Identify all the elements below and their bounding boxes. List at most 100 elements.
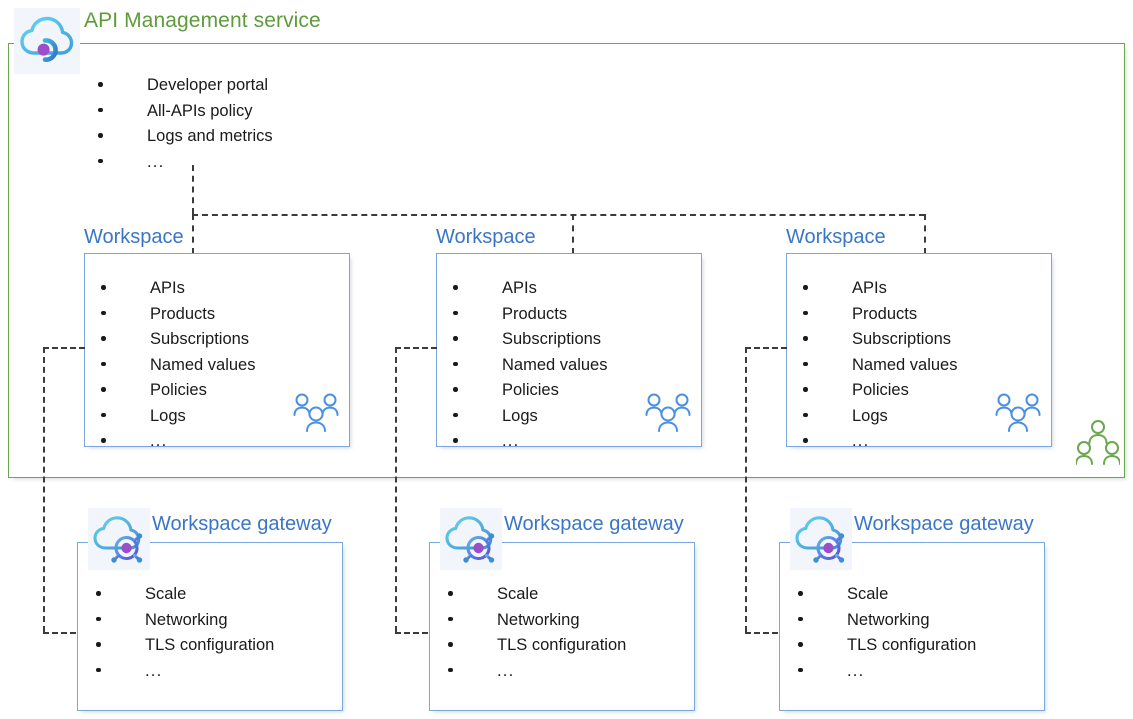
list-item: Logs <box>803 404 1043 430</box>
bullet-dot-icon <box>101 285 106 290</box>
connector-ws2-gw2-top <box>395 347 437 349</box>
bullet-dot-icon <box>98 82 103 87</box>
connector-workspace-2-drop <box>572 214 574 254</box>
list-item-label: Logs <box>150 406 186 425</box>
bullet-dot-icon <box>803 438 808 443</box>
gateway-3-title: Workspace gateway <box>854 513 1034 535</box>
list-item-label: TLS configuration <box>145 636 275 654</box>
bullet-dot-icon <box>96 667 101 672</box>
list-item-label: Developer portal <box>147 76 269 94</box>
bullet-dot-icon <box>101 310 106 315</box>
gateway-3-box <box>779 542 1045 711</box>
list-item-label: All-APIs policy <box>147 101 253 120</box>
list-item-label: Named values <box>852 355 958 374</box>
list-item: All-APIs policy <box>98 99 398 125</box>
bullet-dot-icon <box>101 438 106 443</box>
bullet-dot-icon <box>798 591 803 596</box>
bullet-dot-icon <box>453 412 458 417</box>
list-item-label: Scale <box>847 585 889 603</box>
service-bullet-list: Developer portal All-APIs policy Logs an… <box>98 73 398 175</box>
bullet-dot-icon <box>101 361 106 366</box>
list-item-label: ... <box>502 432 520 450</box>
list-item-label: Named values <box>150 355 256 374</box>
list-item: Products <box>101 302 341 328</box>
bullet-dot-icon <box>101 412 106 417</box>
bullet-dot-icon <box>798 667 803 672</box>
list-item-label: ... <box>145 661 163 680</box>
list-item: TLS configuration <box>96 633 336 659</box>
list-item: Policies <box>101 378 341 404</box>
bullet-dot-icon <box>453 361 458 366</box>
connector-ws3-gw3-top <box>745 347 787 349</box>
bullet-dot-icon <box>448 642 453 647</box>
list-item-label: ... <box>497 661 515 680</box>
workspace-2-box <box>436 253 702 447</box>
list-item-label: Products <box>852 304 918 323</box>
workspace-1-bullet-list: APIs Products Subscriptions Named values… <box>101 276 341 455</box>
list-item: Subscriptions <box>101 327 341 353</box>
list-item: TLS configuration <box>798 633 1038 659</box>
list-item-label: Policies <box>150 381 207 399</box>
page-title: API Management service <box>84 9 321 32</box>
connector-service-stem <box>192 165 194 214</box>
list-item: Policies <box>453 378 693 404</box>
list-item-label: Networking <box>145 610 228 629</box>
connector-ws2-gw2-bottom <box>395 632 437 634</box>
workspace-2-title: Workspace <box>436 226 536 248</box>
connector-ws3-gw3-vertical <box>745 347 747 632</box>
bullet-dot-icon <box>453 438 458 443</box>
workspace-3-bullet-list: APIs Products Subscriptions Named values… <box>803 276 1043 455</box>
list-item-label: ... <box>150 432 168 450</box>
list-item: Scale <box>448 582 688 608</box>
workspace-3-title: Workspace <box>786 226 886 248</box>
list-item: Policies <box>803 378 1043 404</box>
list-item: Subscriptions <box>803 327 1043 353</box>
bullet-dot-icon <box>803 310 808 315</box>
bullet-dot-icon <box>448 591 453 596</box>
list-item: APIs <box>101 276 341 302</box>
people-group-icon <box>1076 418 1120 468</box>
list-item-label: Scale <box>497 585 539 603</box>
people-group-icon <box>644 392 692 442</box>
bullet-dot-icon <box>803 336 808 341</box>
list-item-label: ... <box>147 152 165 171</box>
bullet-dot-icon <box>453 336 458 341</box>
list-item-label: Policies <box>502 381 559 399</box>
connector-ws2-gw2-vertical <box>395 347 397 632</box>
workspace-1-box <box>84 253 350 447</box>
list-item-label: Logs <box>502 406 538 425</box>
gateway-3-bullet-list: Scale Networking TLS configuration ... <box>798 582 1038 684</box>
list-item: ... <box>453 429 693 455</box>
list-item-label: APIs <box>852 279 887 297</box>
gateway-2-bullet-list: Scale Networking TLS configuration ... <box>448 582 688 684</box>
list-item-label: Scale <box>145 585 187 603</box>
list-item-label: Subscriptions <box>852 330 952 348</box>
api-management-cloud-icon <box>14 8 80 74</box>
bullet-dot-icon <box>448 616 453 621</box>
list-item-label: ... <box>847 661 865 680</box>
list-item-label: ... <box>852 432 870 450</box>
list-item: Developer portal <box>98 73 398 99</box>
bullet-dot-icon <box>453 310 458 315</box>
bullet-dot-icon <box>798 642 803 647</box>
list-item: Scale <box>96 582 336 608</box>
connector-ws3-gw3-bottom <box>745 632 787 634</box>
list-item-label: Networking <box>497 610 580 629</box>
list-item: Scale <box>798 582 1038 608</box>
list-item-label: Subscriptions <box>150 330 250 348</box>
bullet-dot-icon <box>101 387 106 392</box>
list-item-label: TLS configuration <box>847 636 977 654</box>
gateway-1-box <box>77 542 343 711</box>
bullet-dot-icon <box>453 285 458 290</box>
list-item: Products <box>453 302 693 328</box>
list-item: Named values <box>803 353 1043 379</box>
connector-workspace-1-drop <box>192 214 194 254</box>
list-item: Logs and metrics <box>98 124 398 150</box>
connector-service-bus <box>192 214 925 216</box>
list-item: Networking <box>798 608 1038 634</box>
workspace-3-box <box>786 253 1052 447</box>
bullet-dot-icon <box>96 591 101 596</box>
list-item: Logs <box>453 404 693 430</box>
list-item-label: TLS configuration <box>497 636 627 654</box>
